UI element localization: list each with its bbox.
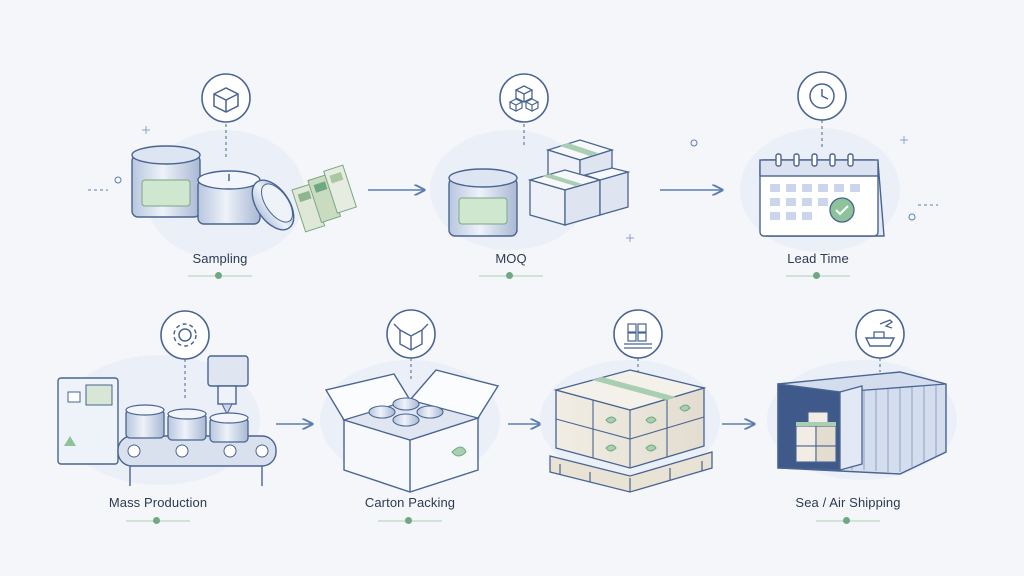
open-box-icon — [386, 309, 436, 359]
step-sampling — [88, 73, 358, 260]
step-mass-production — [57, 310, 277, 486]
clock-icon — [797, 71, 847, 121]
ship-plane-icon — [855, 309, 905, 359]
color-swatches — [291, 164, 358, 233]
step-label-moq: MOQ — [495, 251, 527, 266]
label-underline — [786, 272, 850, 279]
filling-nozzle — [207, 355, 249, 416]
calendar-icon — [759, 153, 885, 237]
carton-stack — [527, 139, 631, 226]
pallet-icon — [613, 309, 663, 359]
step-label-carton-packing: Carton Packing — [364, 495, 456, 510]
conveyor-belt — [117, 435, 277, 486]
palletized-cartons — [549, 369, 713, 493]
step-label-shipping: Sea / Air Shipping — [795, 495, 901, 510]
step-shipping — [767, 309, 957, 480]
step-pallet — [540, 309, 720, 493]
label-underline — [188, 272, 252, 279]
control-panel — [57, 377, 119, 465]
label-underline — [126, 517, 190, 524]
label-underline — [378, 517, 442, 524]
step-label-sampling: Sampling — [192, 251, 248, 266]
open-carton — [324, 369, 500, 493]
step-label-lead-time: Lead Time — [787, 251, 849, 266]
label-underline — [816, 517, 880, 524]
shipping-container — [777, 371, 947, 475]
candle-tin — [448, 168, 518, 237]
step-carton-packing — [320, 309, 500, 493]
tins-on-belt — [125, 404, 249, 443]
step-label-mass-production: Mass Production — [108, 495, 208, 510]
box-icon — [201, 73, 251, 123]
step-moq — [430, 73, 634, 250]
candle-tin-large — [131, 145, 201, 218]
gear-icon — [160, 310, 210, 360]
step-lead-time — [740, 71, 938, 252]
candle-tin-open — [197, 170, 261, 225]
stacked-boxes-icon — [499, 73, 549, 123]
label-underline — [479, 272, 543, 279]
tin-lid — [251, 179, 295, 231]
